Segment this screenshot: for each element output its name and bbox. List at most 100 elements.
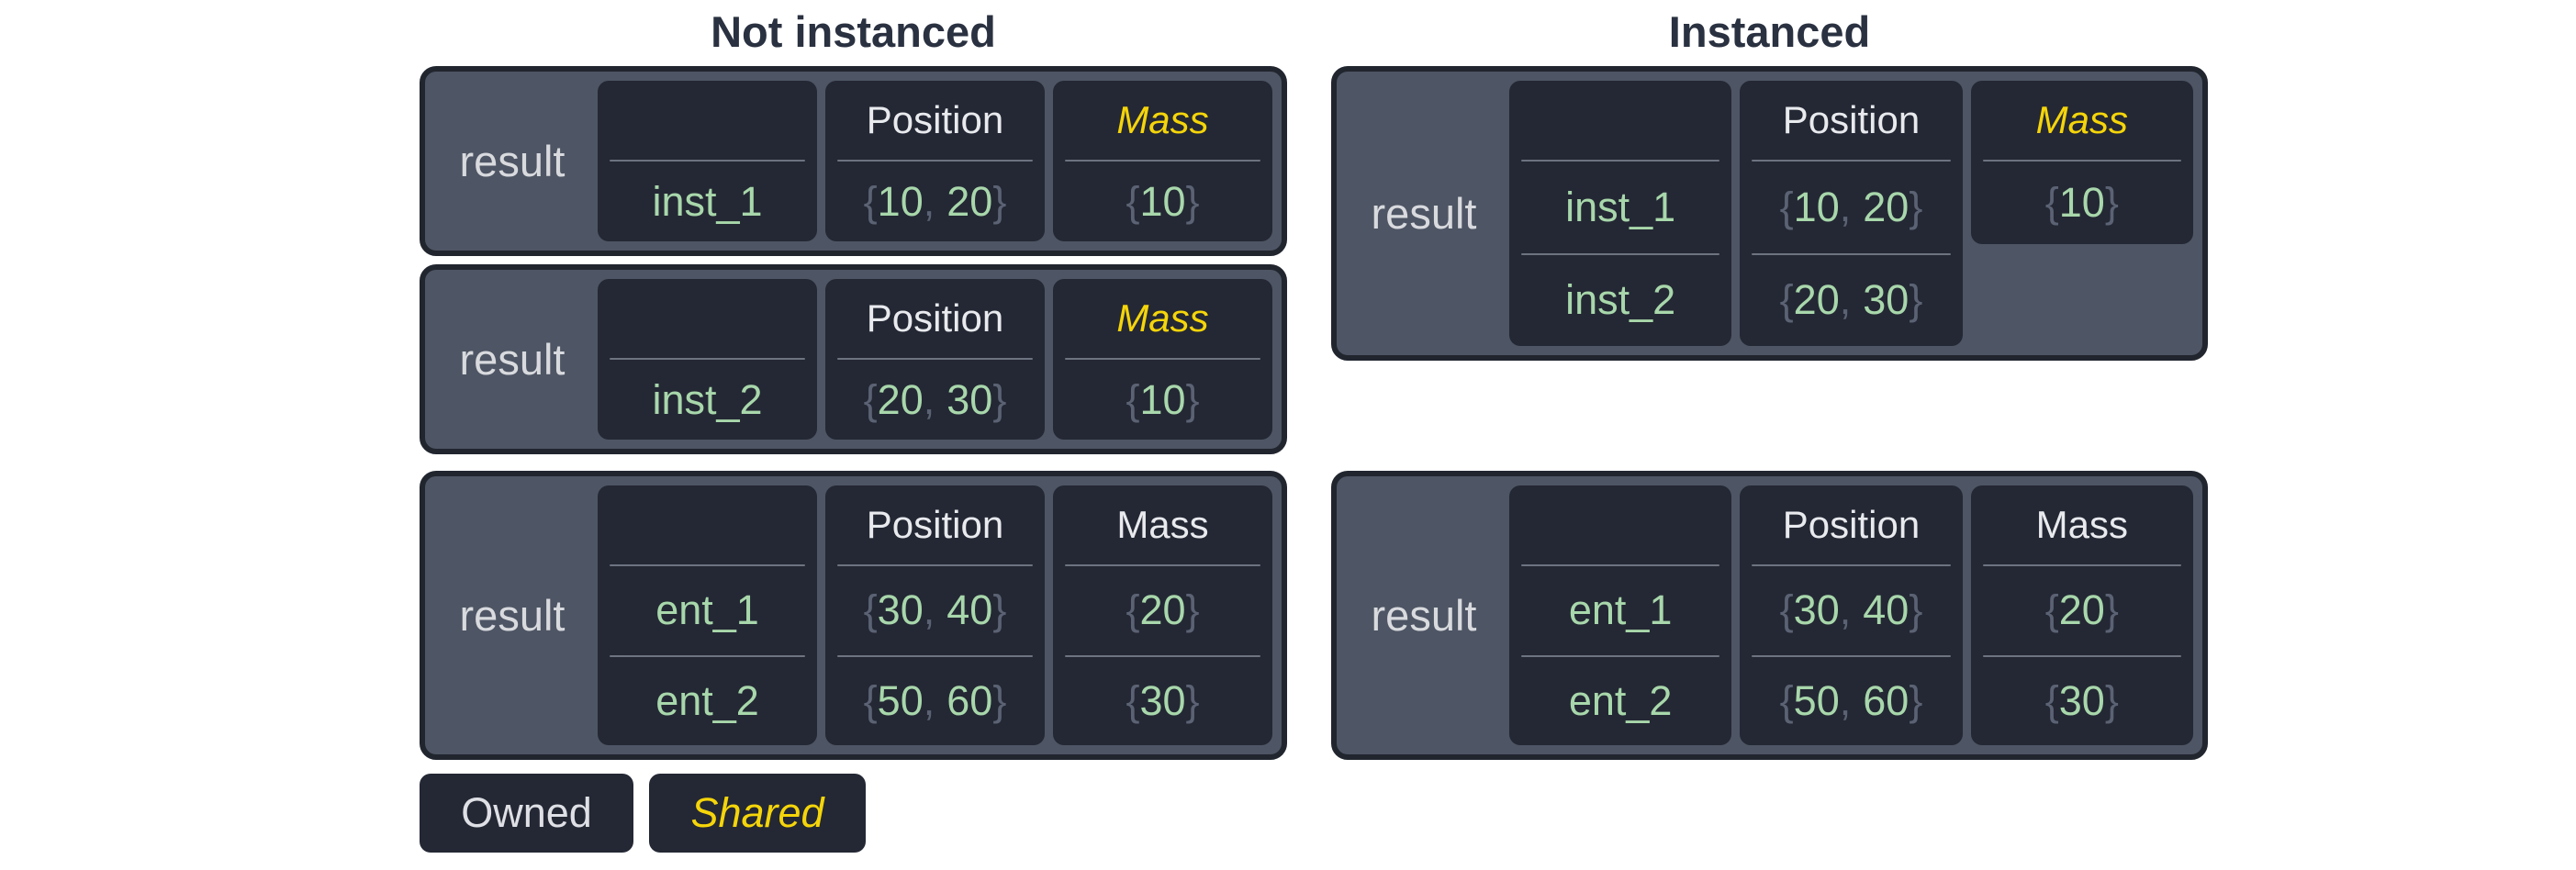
- result-label: result: [459, 335, 566, 384]
- position-column-header: Position: [866, 296, 1004, 340]
- open-brace: {: [863, 177, 878, 225]
- position-y: 40: [1863, 586, 1910, 634]
- position-x: 20: [877, 375, 924, 423]
- result-label: result: [1371, 189, 1477, 238]
- position-value: {30,40}: [1740, 566, 1962, 655]
- divider: [610, 358, 805, 360]
- mass-value: {30}: [1053, 657, 1272, 746]
- close-brace: }: [1185, 676, 1200, 724]
- entity-name: ent_1: [1568, 586, 1673, 634]
- comma: ,: [1839, 183, 1852, 230]
- position-column: Position {30,40} {50,60}: [825, 485, 1045, 745]
- entity-column-header: [598, 279, 817, 358]
- mass-column-shared-single: Mass {10}: [1970, 81, 2193, 244]
- close-brace: }: [1909, 183, 1923, 230]
- position-x: 10: [877, 177, 924, 225]
- columns: ent_1 ent_2 Position {30,40} {50,60} Mas…: [1509, 485, 2193, 745]
- archetype-table-inst1: result inst_1 Position {10,20} Mass {10}: [420, 66, 1287, 256]
- divider: [1065, 654, 1260, 657]
- open-brace: {: [1126, 586, 1140, 634]
- entity-name: inst_1: [652, 177, 763, 225]
- close-brace: }: [2104, 586, 2119, 634]
- divider: [1982, 160, 2181, 162]
- comma: ,: [1839, 586, 1852, 634]
- open-brace: {: [1779, 676, 1794, 724]
- mass-value: {10}: [1971, 162, 2193, 244]
- position-column: Position {30,40} {50,60}: [1740, 485, 1963, 746]
- entity-name: ent_2: [655, 676, 759, 724]
- result-label: result: [459, 591, 566, 640]
- open-brace: {: [863, 676, 878, 724]
- position-column: Position {10,20} {20,30}: [1740, 81, 1963, 347]
- archetype-table-instanced: result inst_1 inst_2 Position {10,20} {2…: [1331, 66, 2208, 361]
- legend-owned-badge: Owned: [420, 774, 633, 853]
- legend-shared-badge: Shared: [649, 774, 866, 853]
- position-value: {20,30}: [1740, 255, 1962, 347]
- columns: ent_1 ent_2 Position {30,40} {50,60} Mas…: [598, 485, 1272, 745]
- entity-name: ent_1: [655, 586, 759, 634]
- divider: [610, 564, 805, 566]
- close-brace: }: [992, 586, 1007, 634]
- mass-number: 10: [1139, 177, 1186, 225]
- archetype-table-entities-right: result ent_1 ent_2 Position {30,40} {50,…: [1331, 471, 2208, 760]
- entity-column: ent_1 ent_2: [598, 485, 817, 745]
- close-brace: }: [1185, 375, 1200, 423]
- position-x: 50: [1793, 676, 1840, 724]
- divider: [1752, 654, 1951, 657]
- position-y: 30: [1863, 276, 1910, 324]
- comma: ,: [1839, 276, 1852, 324]
- mass-column-header-shared: Mass: [1116, 296, 1209, 340]
- entity-column: inst_2: [598, 279, 817, 440]
- divider: [610, 654, 805, 657]
- entity-column-header: [1509, 485, 1731, 564]
- divider: [1752, 252, 1951, 255]
- columns: inst_1 Position {10,20} Mass {10}: [598, 81, 1272, 241]
- close-brace: }: [1909, 586, 1923, 634]
- open-brace: {: [1779, 183, 1794, 230]
- position-value: {10,20}: [825, 162, 1045, 241]
- mass-column-header: Mass: [1116, 503, 1209, 546]
- mass-number: 20: [2058, 586, 2105, 634]
- position-value: {50,60}: [1740, 657, 1962, 746]
- comma: ,: [923, 375, 935, 423]
- close-brace: }: [1185, 177, 1200, 225]
- divider: [1521, 654, 1720, 657]
- mass-value: {10}: [1053, 360, 1272, 440]
- close-brace: }: [2104, 179, 2119, 226]
- divider: [1521, 564, 1720, 566]
- mass-column: Mass {20} {30}: [1053, 485, 1272, 745]
- open-brace: {: [2044, 179, 2059, 226]
- divider: [1521, 160, 1720, 162]
- close-brace: }: [1185, 586, 1200, 634]
- position-y: 60: [946, 676, 993, 724]
- divider: [837, 564, 1033, 566]
- close-brace: }: [992, 177, 1007, 225]
- divider: [1752, 564, 1951, 566]
- divider: [1982, 654, 2181, 657]
- divider: [1065, 564, 1260, 566]
- entity-name: inst_2: [652, 375, 763, 423]
- close-brace: }: [992, 375, 1007, 423]
- open-brace: {: [2044, 676, 2059, 724]
- open-brace: {: [1779, 276, 1794, 324]
- open-brace: {: [1126, 375, 1140, 423]
- mass-column: Mass {10}: [1053, 279, 1272, 440]
- mass-value: {30}: [1971, 657, 2193, 746]
- result-label: result: [459, 137, 566, 185]
- open-brace: {: [1779, 586, 1794, 634]
- position-value: {10,20}: [1740, 162, 1962, 253]
- position-x: 30: [1793, 586, 1840, 634]
- entity-column-header: [598, 81, 817, 160]
- entity-name: inst_2: [1565, 276, 1676, 324]
- position-y: 60: [1863, 676, 1910, 724]
- position-value: {20,30}: [825, 360, 1045, 440]
- mass-value: {20}: [1053, 566, 1272, 655]
- position-x: 50: [877, 676, 924, 724]
- divider: [1065, 358, 1260, 360]
- mass-number: 10: [1139, 375, 1186, 423]
- open-brace: {: [1126, 676, 1140, 724]
- divider: [837, 160, 1033, 162]
- divider: [610, 160, 805, 162]
- position-x: 30: [877, 586, 924, 634]
- divider: [837, 358, 1033, 360]
